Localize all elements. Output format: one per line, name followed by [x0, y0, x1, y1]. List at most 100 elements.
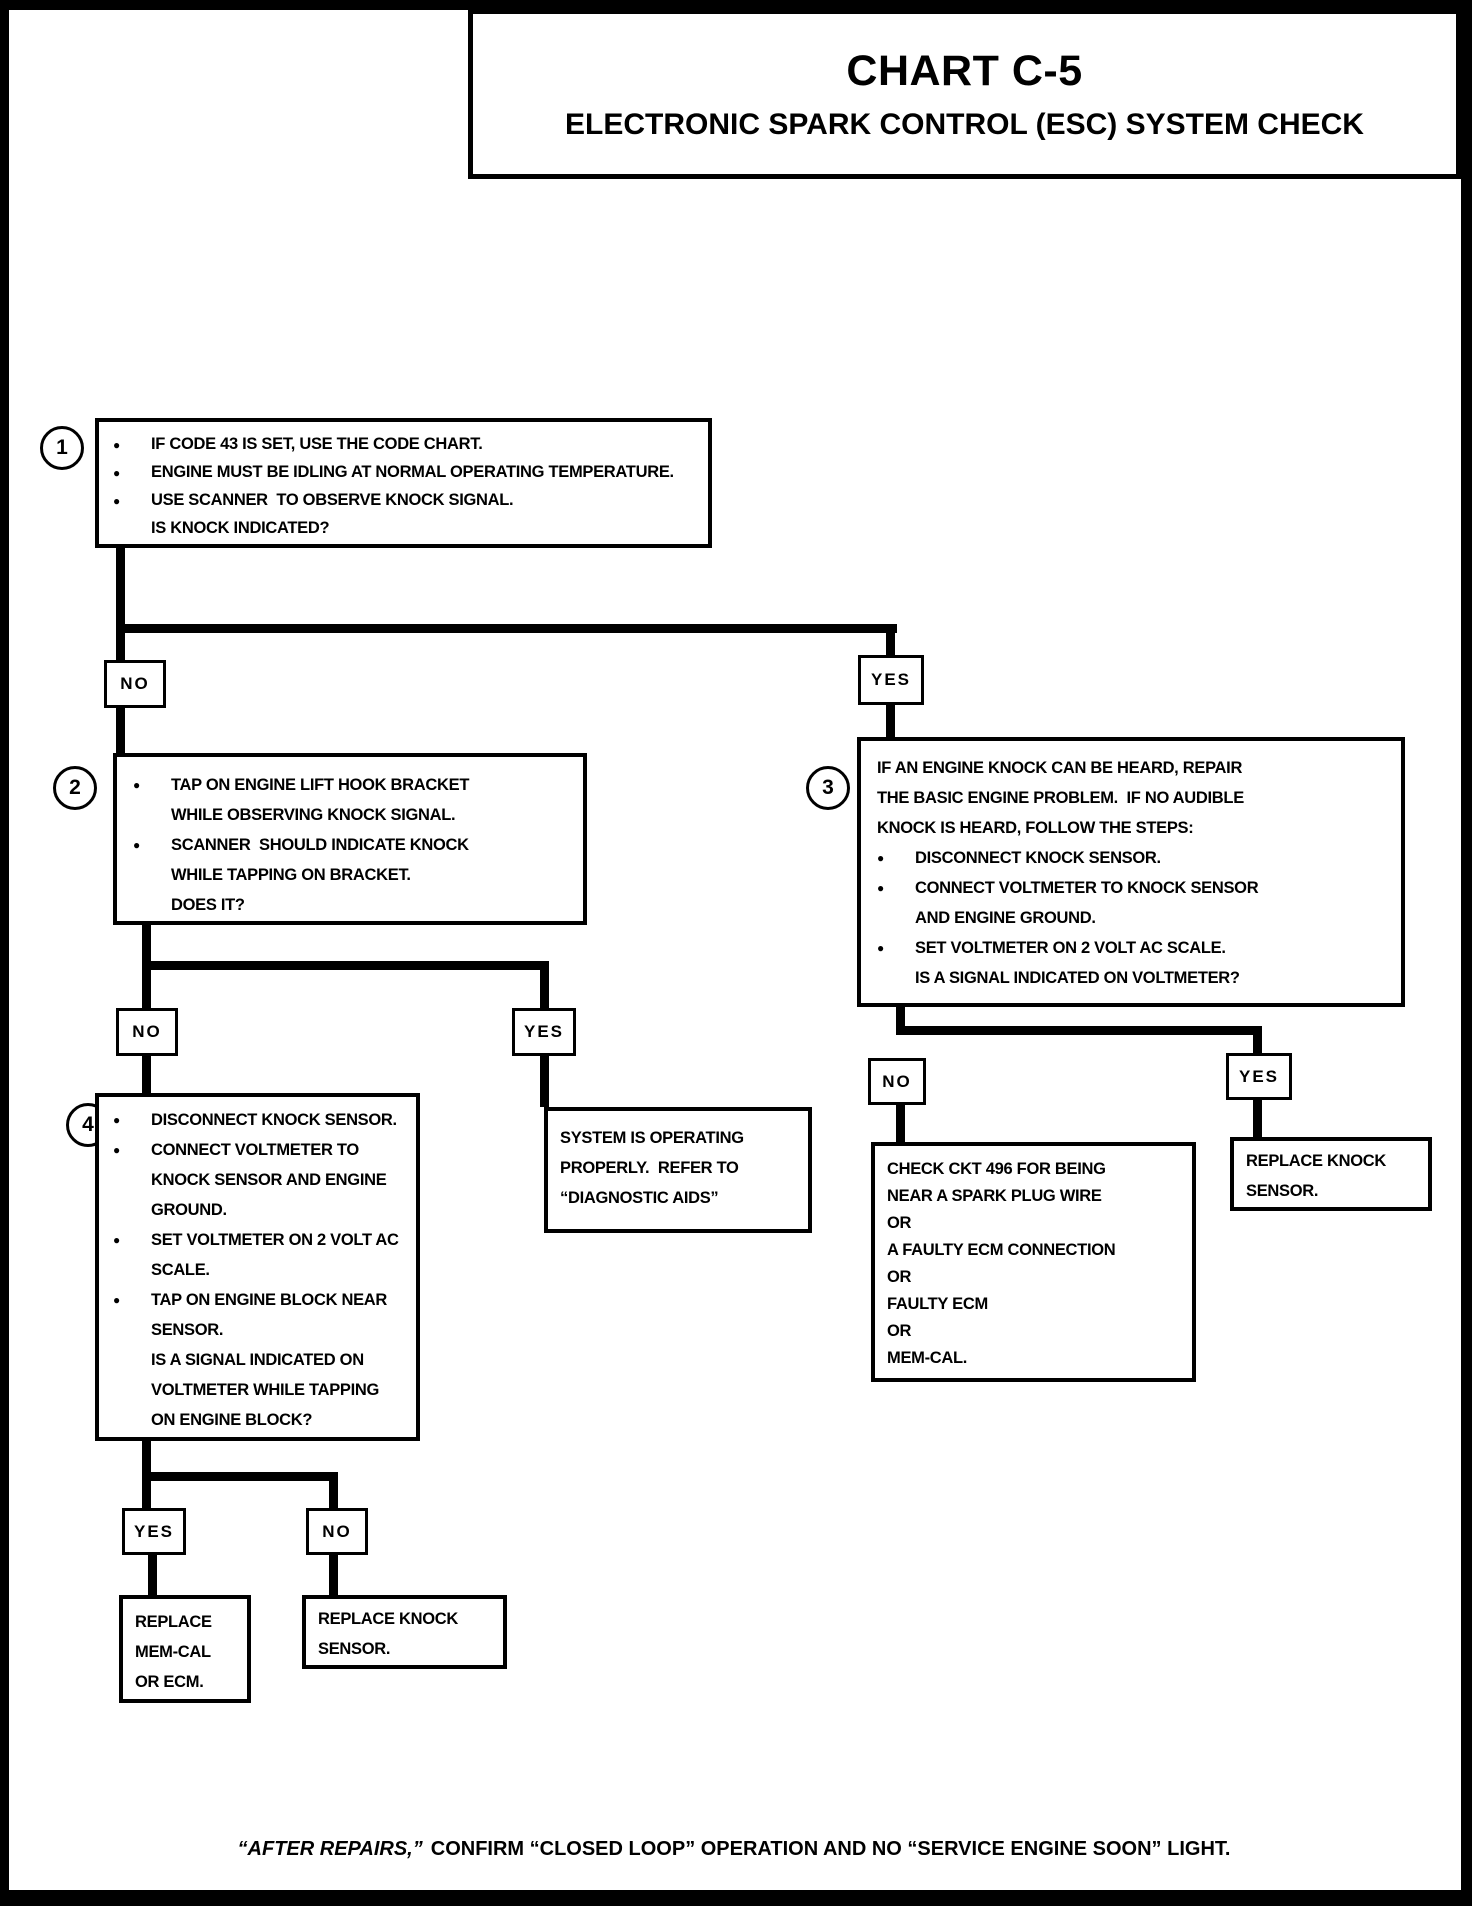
step4-box: DISCONNECT KNOCK SENSOR. CONNECT VOLTMET… [95, 1093, 420, 1441]
connector-yes4-to-memcal [148, 1554, 157, 1597]
step1-bullet-1: IF CODE 43 IS SET, USE THE CODE CHART. [151, 435, 483, 453]
indent-spacer [113, 1345, 151, 1375]
step4-yes-label: YES [122, 1508, 186, 1555]
step2-bullet-2-cont: WHILE TAPPING ON BRACKET. [171, 866, 411, 884]
system-ok-line-1: SYSTEM IS OPERATING [560, 1129, 744, 1147]
check-ckt-or-3: OR [887, 1322, 912, 1340]
step4-bullet-3-cont: SCALE. [151, 1261, 210, 1279]
step4-bullet-2-cont2: GROUND. [151, 1201, 227, 1219]
connector-yes2-to-systemok [540, 1054, 549, 1107]
check-ckt-or-1: OR [887, 1214, 912, 1232]
indent-spacer [113, 1375, 151, 1405]
indent-spacer [877, 963, 915, 993]
indent-spacer [113, 515, 151, 542]
step4-question-3: ON ENGINE BLOCK? [151, 1411, 313, 1429]
step4-bullet-2-cont: KNOCK SENSOR AND ENGINE [151, 1171, 387, 1189]
step1-bullet-2: ENGINE MUST BE IDLING AT NORMAL OPERATIN… [151, 463, 674, 481]
indent-spacer [133, 890, 171, 920]
step3-bullet-1: DISCONNECT KNOCK SENSOR. [915, 849, 1161, 867]
replace-knock-line-2: SENSOR. [1246, 1182, 1319, 1200]
connector-step3-split [896, 1026, 1262, 1035]
connector-to-yes3 [1253, 1035, 1262, 1057]
step3-bullet-3: SET VOLTMETER ON 2 VOLT AC SCALE. [915, 939, 1226, 957]
step3-no-label: NO [868, 1058, 926, 1105]
replace-memcal-line-1: REPLACE [135, 1613, 212, 1631]
step3-bullet-2-cont: AND ENGINE GROUND. [915, 909, 1096, 927]
bullet-icon [113, 487, 151, 515]
check-ckt-line-3: A FAULTY ECM CONNECTION [887, 1241, 1116, 1259]
footer-note-text: CONFIRM “CLOSED LOOP” OPERATION AND NO “… [430, 1838, 1231, 1860]
step4-bullet-3: SET VOLTMETER ON 2 VOLT AC [151, 1231, 399, 1249]
connector-to-yes2 [540, 970, 549, 1010]
replace-memcal-line-2: MEM-CAL [135, 1643, 211, 1661]
bullet-icon [133, 770, 171, 800]
system-ok-box: SYSTEM IS OPERATING PROPERLY. REFER TO “… [544, 1107, 812, 1233]
indent-spacer [113, 1195, 151, 1225]
step3-intro-1: IF AN ENGINE KNOCK CAN BE HEARD, REPAIR [877, 759, 1243, 777]
connector-no1-to-step2 [116, 706, 125, 756]
indent-spacer [113, 1255, 151, 1285]
step4-bullet-2: CONNECT VOLTMETER TO [151, 1141, 359, 1159]
replace-knock-line-1: REPLACE KNOCK [318, 1610, 459, 1628]
step2-bullet-1: TAP ON ENGINE LIFT HOOK BRACKET [171, 776, 470, 794]
step3-box: IF AN ENGINE KNOCK CAN BE HEARD, REPAIR … [857, 737, 1405, 1007]
check-ckt-box: CHECK CKT 496 FOR BEING NEAR A SPARK PLU… [871, 1142, 1196, 1382]
indent-spacer [133, 800, 171, 830]
connector-step1-split [116, 624, 897, 633]
indent-spacer [113, 1165, 151, 1195]
indent-spacer [113, 1405, 151, 1435]
replace-knock-sensor-box-bottom: REPLACE KNOCK SENSOR. [302, 1595, 507, 1669]
connector-no2-to-step4 [142, 1054, 151, 1095]
connector-step1-down [116, 546, 125, 666]
step1-question: IS KNOCK INDICATED? [151, 519, 330, 537]
bullet-icon [877, 933, 915, 963]
step2-no-label: NO [116, 1008, 178, 1056]
connector-step3-down [896, 1005, 905, 1032]
bullet-icon [113, 1135, 151, 1165]
step3-question: IS A SIGNAL INDICATED ON VOLTMETER? [915, 969, 1240, 987]
connector-no3-to-checkckt [896, 1104, 905, 1144]
check-ckt-line-2: NEAR A SPARK PLUG WIRE [887, 1187, 1102, 1205]
step1-bullet-3: USE SCANNER TO OBSERVE KNOCK SIGNAL. [151, 491, 514, 509]
step1-number-circle: 1 [40, 426, 84, 470]
step2-bullet-2: SCANNER SHOULD INDICATE KNOCK [171, 836, 469, 854]
bullet-icon [113, 431, 151, 459]
replace-knock-sensor-box-right: REPLACE KNOCK SENSOR. [1230, 1137, 1432, 1211]
step4-bullet-4: TAP ON ENGINE BLOCK NEAR [151, 1291, 388, 1309]
indent-spacer [113, 1315, 151, 1345]
bullet-icon [113, 1225, 151, 1255]
title-box: CHART C-5 ELECTRONIC SPARK CONTROL (ESC)… [468, 9, 1461, 179]
check-ckt-line-1: CHECK CKT 496 FOR BEING [887, 1160, 1106, 1178]
connector-to-yes1 [886, 633, 895, 659]
indent-spacer [133, 860, 171, 890]
bullet-icon [113, 1285, 151, 1315]
page-title: CHART C-5 [846, 46, 1083, 95]
footer-note-italic: “AFTER REPAIRS,” [237, 1838, 423, 1860]
step1-yes-label: YES [858, 655, 924, 705]
replace-knock-line-2: SENSOR. [318, 1640, 391, 1658]
bullet-icon [113, 459, 151, 487]
step2-yes-label: YES [512, 1008, 576, 1056]
step2-number-circle: 2 [53, 766, 97, 810]
step4-bullet-1: DISCONNECT KNOCK SENSOR. [151, 1111, 397, 1129]
step3-yes-label: YES [1226, 1053, 1292, 1100]
step2-box: TAP ON ENGINE LIFT HOOK BRACKET WHILE OB… [113, 753, 587, 925]
bullet-icon [113, 1105, 151, 1135]
step3-bullet-2: CONNECT VOLTMETER TO KNOCK SENSOR [915, 879, 1259, 897]
replace-memcal-line-3: OR ECM. [135, 1673, 204, 1691]
bullet-icon [877, 873, 915, 903]
connector-yes1-to-step3 [886, 703, 895, 741]
connector-step4-split [142, 1472, 338, 1481]
system-ok-line-2: PROPERLY. REFER TO [560, 1159, 739, 1177]
replace-memcal-box: REPLACE MEM-CAL OR ECM. [119, 1595, 251, 1703]
step3-number-circle: 3 [806, 766, 850, 810]
connector-step2-split [142, 961, 549, 970]
connector-no4-to-replace [329, 1554, 338, 1597]
connector-yes3-to-replace [1253, 1099, 1262, 1139]
page-subtitle: ELECTRONIC SPARK CONTROL (ESC) SYSTEM CH… [565, 107, 1364, 141]
replace-knock-line-1: REPLACE KNOCK [1246, 1152, 1387, 1170]
check-ckt-line-5: MEM-CAL. [887, 1349, 968, 1367]
step4-question-2: VOLTMETER WHILE TAPPING [151, 1381, 380, 1399]
